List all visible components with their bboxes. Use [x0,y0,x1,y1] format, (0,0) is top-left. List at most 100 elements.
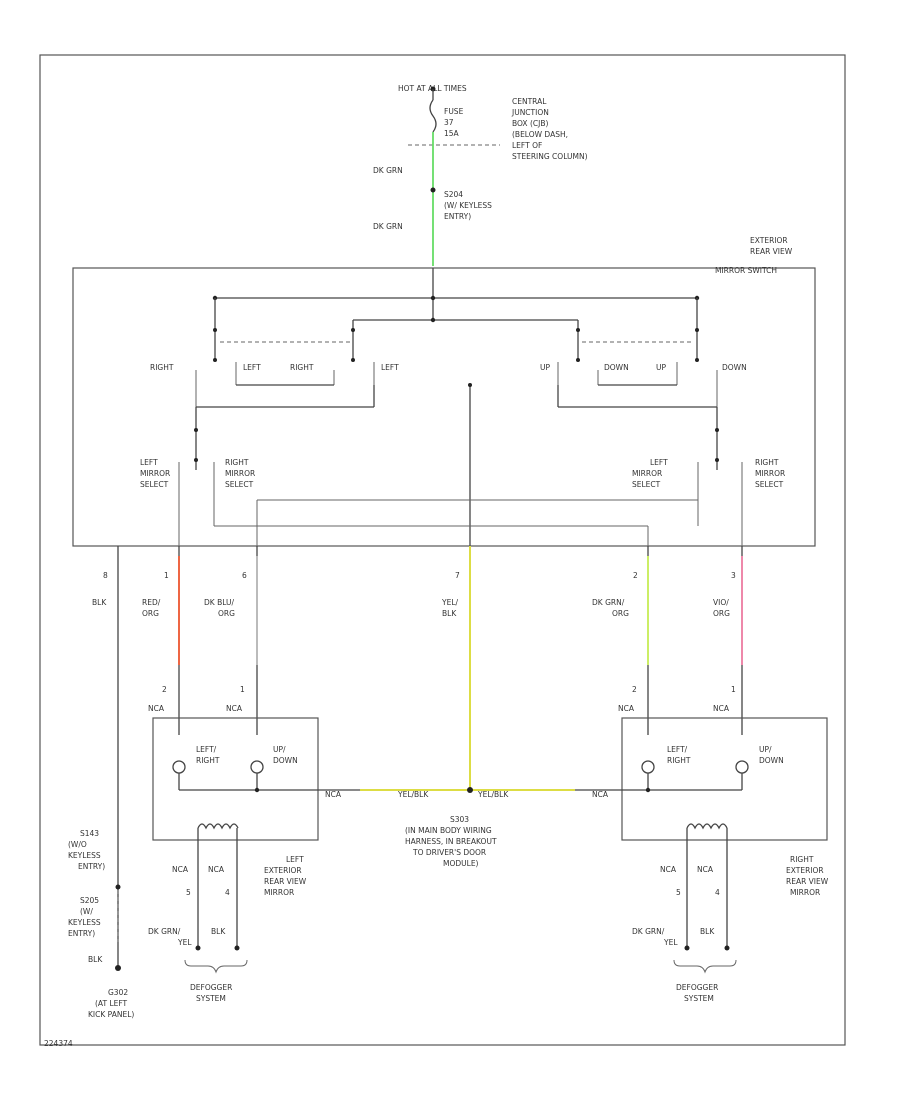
label-up-1: UP [540,363,550,372]
label-right-1: RIGHT [150,363,174,372]
rm-motor2-2: DOWN [759,756,784,765]
splice-s303 [467,787,473,793]
lm-nca-2: NCA [226,704,243,713]
wire-label-dkgrn: DK GRN/ [592,598,625,607]
wire-label-dkgrn-2: ORG [612,609,629,618]
lm-heater-wire-3: BLK [211,927,226,936]
outer-frame [39,54,846,1046]
rm-title-3: REAR VIEW [786,877,829,886]
lm-motor1-2: RIGHT [196,756,220,765]
wire-label-vio: VIO/ [713,598,729,607]
label-right-2: RIGHT [290,363,314,372]
rm-heater-nca-1: NCA [660,865,677,874]
lm-defog-brace [184,959,248,974]
rm-pin-2: 2 [632,685,637,694]
left-select2-2: MIRROR [632,469,662,478]
lm-motor-lr [172,760,186,774]
wire-label-yel-2: BLK [442,609,457,618]
pin-8: 8 [103,571,108,580]
label-left-1: LEFT [243,363,261,372]
lm-heater-end-2 [234,945,240,951]
left-select2-1: LEFT [650,458,668,467]
lm-heater-end-1 [195,945,201,951]
pin-6: 6 [242,571,247,580]
right-mirror-box [621,717,828,841]
fuse-label: FUSE [444,107,464,116]
cjb-line-3: BOX (CJB) [512,119,548,128]
label-left-2: LEFT [381,363,399,372]
cjb-line-4: (BELOW DASH, [512,130,568,139]
ground-wire-blk: BLK [88,955,103,964]
right-select-1: RIGHT [225,458,249,467]
dk-grn-label-2: DK GRN [373,222,403,231]
lr-node-1 [213,328,217,332]
ground-s1-3: KEYLESS [68,851,101,860]
sel-node-2 [194,458,198,462]
rm-heater-icon [686,823,728,830]
right-select2-1: RIGHT [755,458,779,467]
lm-pin-1: 1 [240,685,245,694]
wire-label-dkblu: DK BLU/ [204,598,235,607]
lm-title-4: MIRROR [264,888,294,897]
lm-title-1: LEFT [286,855,304,864]
rm-return-node [645,787,651,793]
switch-name-2: REAR VIEW [750,247,793,256]
splice-name-1: S303 [450,815,469,824]
rm-defog-1: DEFOGGER [676,983,718,992]
lm-heater-wire-1: DK GRN/ [148,927,181,936]
cjb-line-1: CENTRAL [512,97,547,106]
cjb-line-2: JUNCTION [511,108,549,117]
cjb-line-5: LEFT OF [512,141,542,150]
ground-g302 [115,965,121,971]
splice-s143 [115,884,121,890]
splice-name-5: MODULE) [443,859,479,868]
rm-motor2-1: UP/ [759,745,772,754]
rm-title-4: MIRROR [790,888,820,897]
diagram-code: 224374 [44,1039,73,1048]
rm-heater-wire-2: YEL [663,938,678,947]
ground-s2-1: S205 [80,896,99,905]
ground-s1-1: S143 [80,829,99,838]
lr-node-4 [351,358,355,362]
ground-g-3: KICK PANEL) [88,1010,134,1019]
splice-yel-right: YEL/BLK [477,790,509,799]
rm-heater-wire-1: DK GRN/ [632,927,665,936]
lr-node-3 [351,328,355,332]
lm-title-2: EXTERIOR [264,866,302,875]
label-up-2: UP [656,363,666,372]
rm-heater-pin-4: 4 [715,888,720,897]
wire-label-red: RED/ [142,598,161,607]
right-select-3: SELECT [225,480,254,489]
rm-motor-ud [735,760,749,774]
lm-title-3: REAR VIEW [264,877,307,886]
wire-label-vio-2: ORG [713,609,730,618]
rm-motor-lr [641,760,655,774]
s204-line-1: S204 [444,190,463,199]
lm-heater-wire-2: YEL [177,938,192,947]
lm-motor1-1: LEFT/ [196,745,217,754]
rm-motor1-1: LEFT/ [667,745,688,754]
ud-node-1 [576,328,580,332]
ground-s2-3: KEYLESS [68,918,101,927]
splice-name-4: TO DRIVER'S DOOR [412,848,486,857]
rm-defog-brace [673,959,737,974]
ud-node-3 [695,328,699,332]
switch-name-3: MIRROR SWITCH [715,266,777,275]
left-mirror-box [152,717,319,841]
lm-return-node [254,787,260,793]
ground-s2-2: (W/ [80,907,93,916]
bus-node-2 [430,317,436,323]
lm-heater-pin-5: 5 [186,888,191,897]
ground-s1-2: (W/O [68,840,87,849]
lm-motor2-2: DOWN [273,756,298,765]
left-select-3: SELECT [140,480,169,489]
pin-1: 1 [164,571,169,580]
rm-nca-1: NCA [618,704,635,713]
ground-g-2: (AT LEFT [95,999,128,1008]
sel-node-1 [194,428,198,432]
pin-3: 3 [731,571,736,580]
lm-heater-nca-1: NCA [172,865,189,874]
right-select-2: MIRROR [225,469,255,478]
dk-grn-label-1: DK GRN [373,166,403,175]
